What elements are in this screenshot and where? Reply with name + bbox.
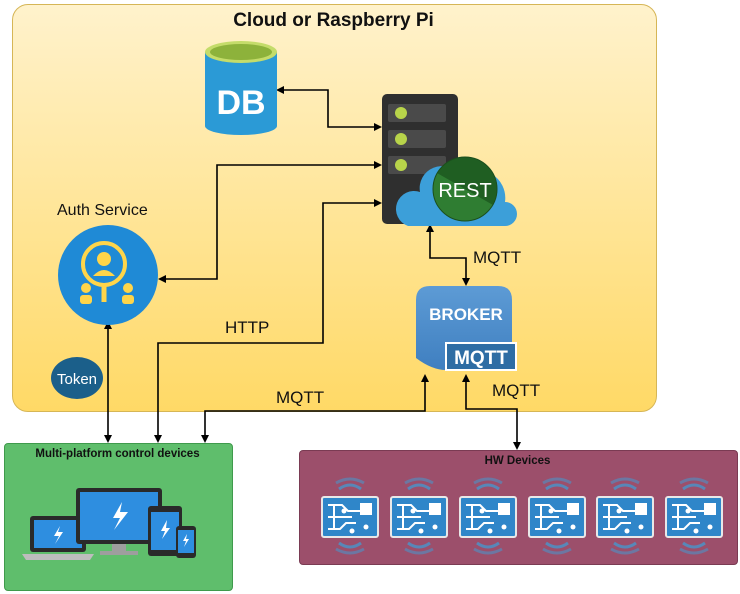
hw-chip-icon (665, 477, 723, 555)
auth-service-label: Auth Service (57, 202, 148, 219)
token-badge: Token (51, 357, 103, 399)
control-devices-icon (22, 488, 196, 560)
connectors (104, 86, 521, 450)
broker-mqtt-label: MQTT (454, 348, 508, 369)
rest-cloud-icon: REST (395, 156, 517, 226)
mqtt-server-broker-label: MQTT (473, 248, 522, 267)
broker-hw-arrow (462, 374, 521, 450)
diagram-title: Cloud or Raspberry Pi (233, 10, 434, 31)
server-broker-arrow (426, 224, 470, 286)
broker-icon: BROKER MQTT (416, 286, 517, 371)
db-label: DB (216, 84, 265, 122)
hw-chip-icon (596, 477, 654, 555)
db-server-arrow (276, 86, 382, 131)
broker-label: BROKER (429, 305, 503, 324)
http-arrow (154, 199, 382, 443)
hw-devices-title: HW Devices (484, 455, 551, 467)
control-devices-title: Multi-platform control devices (35, 448, 200, 460)
hw-chip-icon (321, 477, 379, 555)
devices-broker-arrow (201, 374, 429, 443)
hw-chip-icon (390, 477, 448, 555)
auth-service-icon (58, 225, 158, 325)
auth-server-arrow (158, 161, 382, 283)
hw-chip-icon (459, 477, 517, 555)
hw-chip-icon (528, 477, 586, 555)
token-label: Token (57, 371, 97, 388)
hw-devices-chips (321, 477, 723, 555)
db-icon: DB (205, 41, 277, 135)
rest-label: REST (438, 180, 491, 202)
